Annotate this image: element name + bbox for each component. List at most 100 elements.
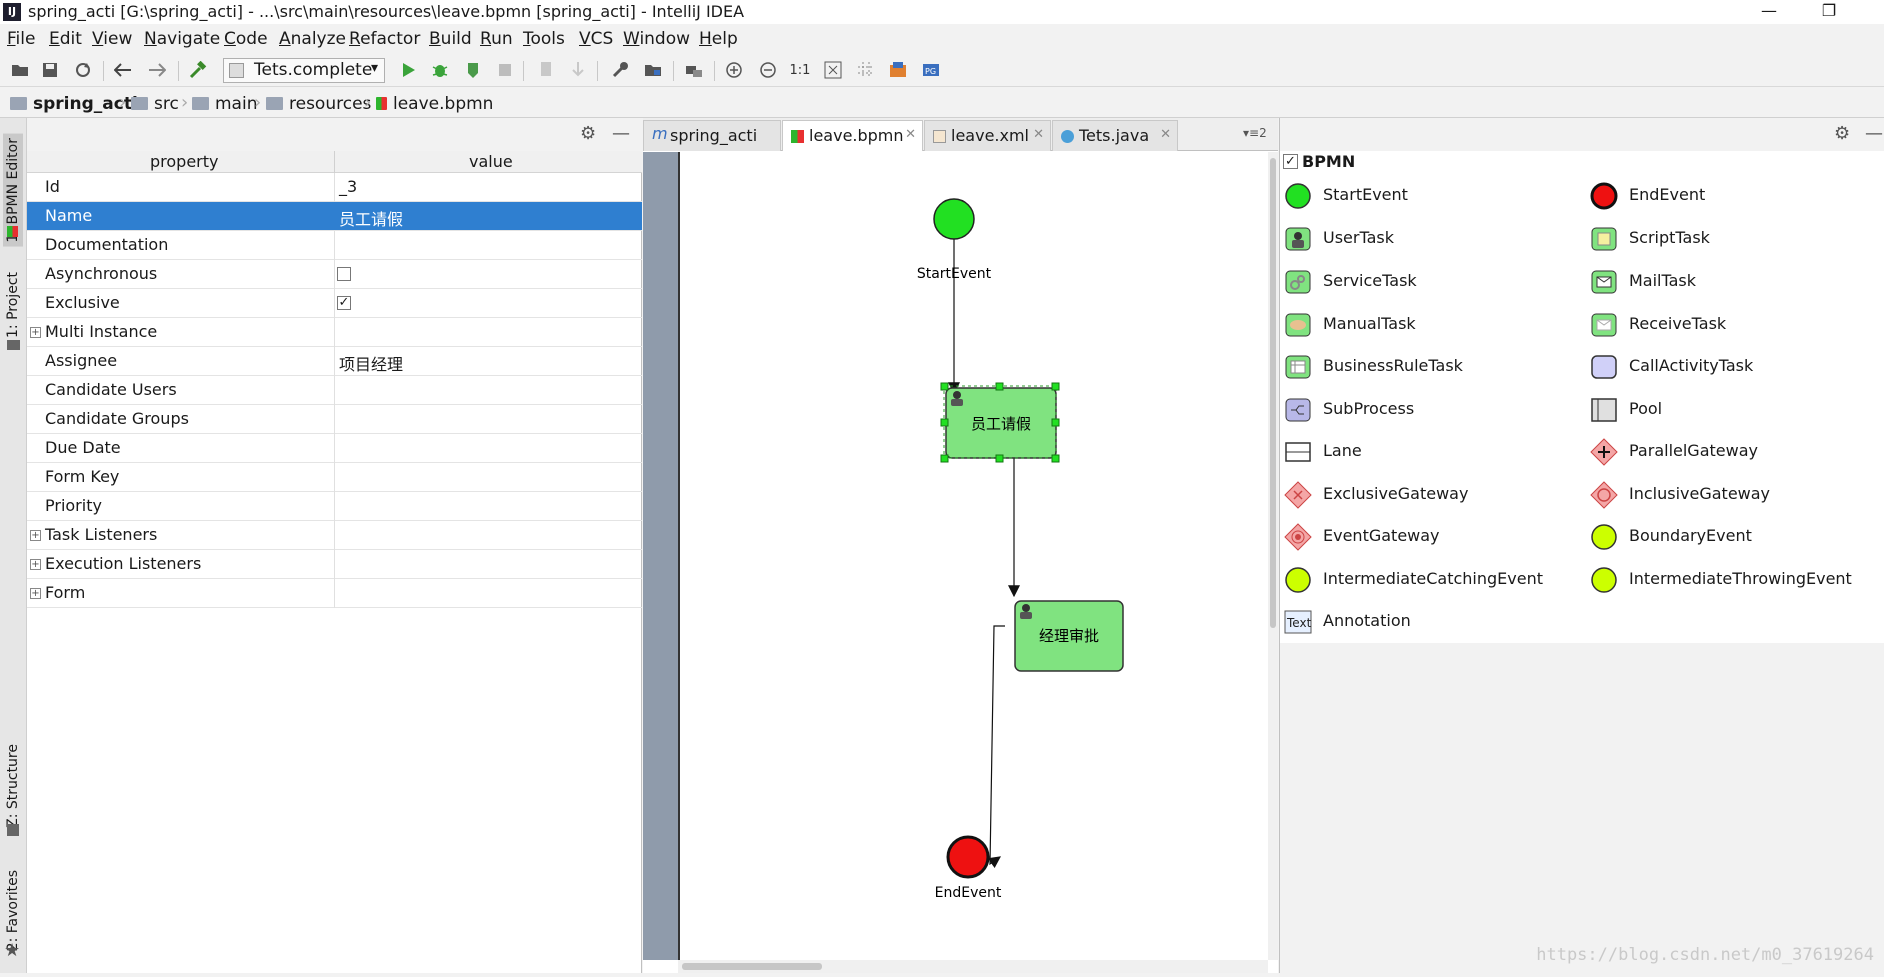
folder-icon [192, 97, 209, 110]
intermediate-throwing-event-icon [1591, 567, 1617, 593]
tab-spring-acti[interactable]: m spring_acti [643, 120, 781, 151]
structure-tool-tab[interactable]: Z: Structure [5, 744, 21, 828]
close-icon[interactable]: ✕ [905, 127, 916, 142]
tab-tets-java[interactable]: Tets.java ✕ [1052, 120, 1178, 151]
bpmn-canvas[interactable]: StartEvent 员工请假 经理审批 [678, 152, 1268, 960]
table-row[interactable]: Candidate Users [27, 376, 642, 405]
hide-panel-icon[interactable]: — [612, 123, 630, 144]
table-row[interactable]: +Multi Instance [27, 318, 642, 347]
bpmn-generate-icon[interactable]: PG [920, 59, 942, 81]
stop-icon[interactable] [494, 59, 516, 81]
menu-bar: File Edit View Navigate Code Analyze Ref… [0, 26, 1884, 52]
table-row[interactable]: Form Key [27, 463, 642, 492]
tabs-overflow-menu[interactable]: ▾≡2 [1243, 126, 1267, 140]
zoom-out-icon[interactable] [757, 59, 779, 81]
menu-analyze[interactable]: Analyze [279, 29, 346, 49]
restore-button[interactable]: ❐ [1821, 1, 1837, 20]
vcs-update-icon[interactable] [535, 59, 557, 81]
table-row[interactable]: Documentation [27, 231, 642, 260]
table-row[interactable]: Exclusive✓ [27, 289, 642, 318]
bpmn-file-icon [791, 130, 804, 143]
close-icon[interactable]: ✕ [1160, 127, 1171, 142]
menu-refactor[interactable]: Refactor [349, 29, 421, 49]
grid-icon[interactable] [855, 59, 877, 81]
actual-size-button[interactable]: 1:1 [789, 62, 811, 78]
table-row[interactable]: Due Date [27, 434, 642, 463]
table-row[interactable]: Priority [27, 492, 642, 521]
task1-label: 员工请假 [971, 415, 1031, 433]
breadcrumb-src[interactable]: src [131, 94, 179, 114]
menu-edit[interactable]: Edit [49, 29, 82, 49]
run-configuration-select[interactable]: Tets.complete ▾ [223, 58, 385, 83]
horizontal-scrollbar[interactable] [678, 960, 1268, 973]
gear-icon[interactable]: ⚙ [580, 123, 597, 144]
palette-section-bpmn[interactable]: ✓ BPMN [1280, 151, 1884, 173]
menu-build[interactable]: Build [429, 29, 472, 49]
close-icon[interactable]: ✕ [1033, 127, 1044, 142]
window-title: spring_acti [G:\spring_acti] - ...\src\m… [28, 2, 745, 21]
menu-file[interactable]: File [7, 29, 36, 49]
receive-task-icon [1591, 313, 1617, 337]
menu-help[interactable]: Help [699, 29, 738, 49]
open-folder-icon[interactable] [9, 59, 31, 81]
breadcrumb-resources[interactable]: resources [266, 94, 371, 114]
project-folder-icon [7, 340, 20, 350]
gear-icon[interactable]: ⚙ [1834, 123, 1851, 144]
tab-leave-bpmn[interactable]: leave.bpmn ✕ [782, 120, 923, 151]
exclusive-checkbox[interactable]: ✓ [337, 295, 351, 310]
breadcrumb-file[interactable]: leave.bpmn [376, 94, 493, 114]
menu-navigate[interactable]: Navigate [144, 29, 221, 49]
table-row[interactable]: Id_3 [27, 173, 642, 202]
build-hammer-icon[interactable] [187, 59, 209, 81]
svg-text:Text: Text [1286, 616, 1312, 630]
forward-arrow-icon[interactable] [146, 59, 168, 81]
menu-window[interactable]: Window [623, 29, 691, 49]
breadcrumb-project[interactable]: spring_acti [10, 94, 138, 114]
hide-panel-icon[interactable]: — [1865, 123, 1883, 144]
fit-content-icon[interactable] [822, 59, 844, 81]
event-gateway-icon [1284, 523, 1312, 551]
left-tool-strip: 1: BPMN Editor 1: Project Z: Structure 2… [0, 118, 27, 973]
minimize-button[interactable]: — [1761, 1, 1777, 20]
bpmn-file-icon [376, 97, 387, 110]
chevron-right-icon: › [119, 92, 127, 113]
tab-leave-xml[interactable]: leave.xml ✕ [924, 120, 1051, 151]
expand-icon[interactable]: + [30, 327, 41, 338]
expand-icon[interactable]: + [30, 559, 41, 570]
run-coverage-icon[interactable] [462, 59, 484, 81]
back-arrow-icon[interactable] [112, 59, 134, 81]
table-row[interactable]: +Execution Listeners [27, 550, 642, 579]
chevron-right-icon: › [364, 92, 372, 113]
section-checkbox[interactable]: ✓ [1283, 154, 1298, 169]
table-row[interactable]: +Task Listeners [27, 521, 642, 550]
menu-tools[interactable]: Tools [523, 29, 565, 49]
settings-wrench-icon[interactable] [609, 59, 631, 81]
save-icon[interactable] [39, 59, 61, 81]
project-tool-tab[interactable]: 1: Project [5, 272, 21, 338]
export-image-icon[interactable] [887, 59, 909, 81]
debug-bug-icon[interactable] [429, 59, 451, 81]
svg-text:PG: PG [925, 67, 936, 76]
chevron-down-icon: ▾ [370, 60, 378, 76]
zoom-in-icon[interactable] [723, 59, 745, 81]
project-structure-icon[interactable] [642, 59, 664, 81]
menu-view[interactable]: View [92, 29, 133, 49]
menu-code[interactable]: Code [224, 29, 268, 49]
menu-vcs[interactable]: VCS [579, 29, 614, 49]
vcs-commit-icon[interactable] [567, 59, 589, 81]
breadcrumb-main[interactable]: main [192, 94, 257, 114]
asynchronous-checkbox[interactable] [337, 267, 351, 281]
table-row[interactable]: +Form [27, 579, 642, 608]
table-row[interactable]: Asynchronous [27, 260, 642, 289]
sync-icon[interactable] [72, 59, 94, 81]
run-icon[interactable] [397, 59, 419, 81]
vertical-scrollbar[interactable] [1268, 152, 1278, 960]
expand-icon[interactable]: + [30, 530, 41, 541]
table-row[interactable]: Candidate Groups [27, 405, 642, 434]
expand-icon[interactable]: + [30, 588, 41, 599]
menu-run[interactable]: Run [480, 29, 513, 49]
resize-handle [995, 454, 1004, 463]
sdk-manager-icon[interactable] [683, 59, 705, 81]
